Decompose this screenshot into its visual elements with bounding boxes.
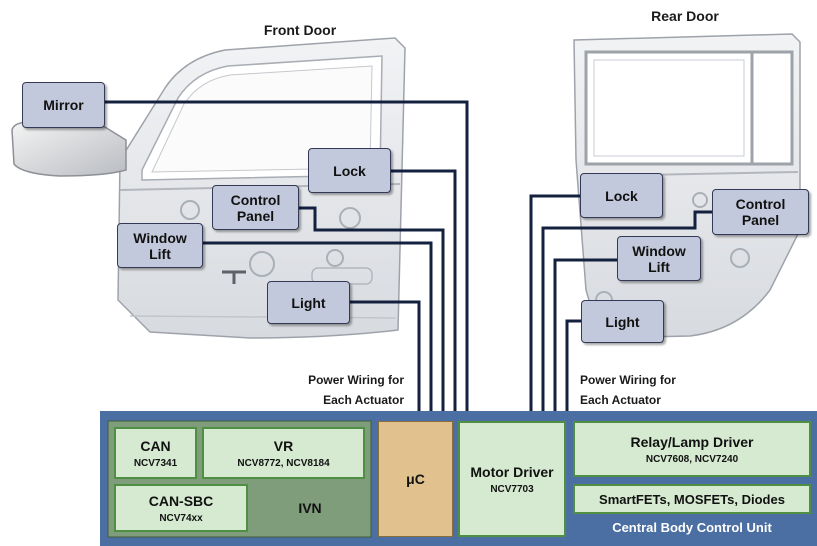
rear-wires [529, 194, 712, 411]
relay-name: Relay/Lamp Driver [630, 433, 754, 450]
cbcu-title: Central Body Control Unit [612, 520, 772, 535]
can-part: NCV7341 [133, 457, 178, 469]
light-label-front: Light [267, 281, 350, 324]
lock-label-front: Lock [308, 148, 391, 193]
wire-light-rear [565, 319, 581, 411]
vr-block: VR NCV8772, NCV8184 [202, 427, 365, 479]
window-lift-line1: Window [133, 229, 187, 246]
power-wiring-line2: Each Actuator [323, 393, 404, 407]
control-panel-line1: Control [230, 191, 281, 208]
control-panel-label-rear: Control Panel [712, 189, 809, 235]
front-wires [105, 100, 469, 411]
uc-block: μC [378, 421, 453, 537]
vr-part: NCV8772, NCV8184 [237, 457, 330, 469]
can-sbc-part: NCV74xx [159, 512, 203, 524]
motor-driver-block: Motor Driver NCV7703 [458, 421, 566, 537]
smartfets-block: SmartFETs, MOSFETs, Diodes [573, 484, 811, 514]
motor-driver-part: NCV7703 [490, 483, 534, 495]
can-block: CAN NCV7341 [114, 427, 197, 479]
can-sbc-name: CAN-SBC [148, 492, 214, 509]
smartfets-name: SmartFETs, MOSFETs, Diodes [599, 491, 785, 507]
power-wiring-line1: Power Wiring for [580, 373, 676, 387]
rear-door-panel [573, 33, 801, 339]
window-lift-line2: Lift [648, 258, 670, 275]
window-lift-line2: Lift [149, 245, 171, 262]
wire-control-panel-rear [541, 210, 712, 411]
uc-name: μC [406, 471, 425, 487]
window-lift-label-front: Window Lift [117, 223, 203, 268]
front-door-title: Front Door [263, 22, 337, 38]
rear-door-title: Rear Door [651, 8, 719, 24]
can-name: CAN [140, 437, 171, 454]
wire-window-lift-front [203, 241, 433, 411]
can-sbc-block: CAN-SBC NCV74xx [114, 484, 248, 532]
window-lift-line1: Window [632, 242, 686, 259]
control-panel-line1: Control [735, 196, 786, 212]
wire-light-front [350, 300, 421, 411]
window-lift-label-rear: Window Lift [617, 236, 701, 281]
ivn-name: IVN [298, 500, 322, 516]
mirror-label: Mirror [22, 82, 105, 128]
lock-label-rear: Lock [580, 173, 663, 218]
vr-name: VR [273, 437, 294, 454]
ivn-label-block: IVN [250, 484, 370, 532]
control-panel-line2: Panel [236, 207, 275, 224]
motor-driver-name: Motor Driver [470, 463, 554, 480]
wire-mirror [105, 100, 469, 411]
light-label-rear: Light [581, 300, 664, 343]
wire-control-panel-front [299, 206, 445, 411]
power-wiring-line2: Each Actuator [580, 393, 661, 407]
control-panel-label-front: Control Panel [212, 185, 299, 230]
mirror-body [11, 121, 127, 177]
relay-part: NCV7608, NCV7240 [645, 453, 739, 465]
wire-lock-front [391, 169, 457, 411]
power-wiring-front: Power Wiring for Each Actuator [268, 370, 404, 410]
power-wiring-rear: Power Wiring for Each Actuator [580, 370, 716, 410]
control-panel-line2: Panel [741, 212, 780, 228]
wire-lock-rear [529, 194, 580, 411]
relay-block: Relay/Lamp Driver NCV7608, NCV7240 [573, 421, 811, 477]
wire-window-lift-rear [553, 258, 617, 411]
power-wiring-line1: Power Wiring for [308, 373, 404, 387]
